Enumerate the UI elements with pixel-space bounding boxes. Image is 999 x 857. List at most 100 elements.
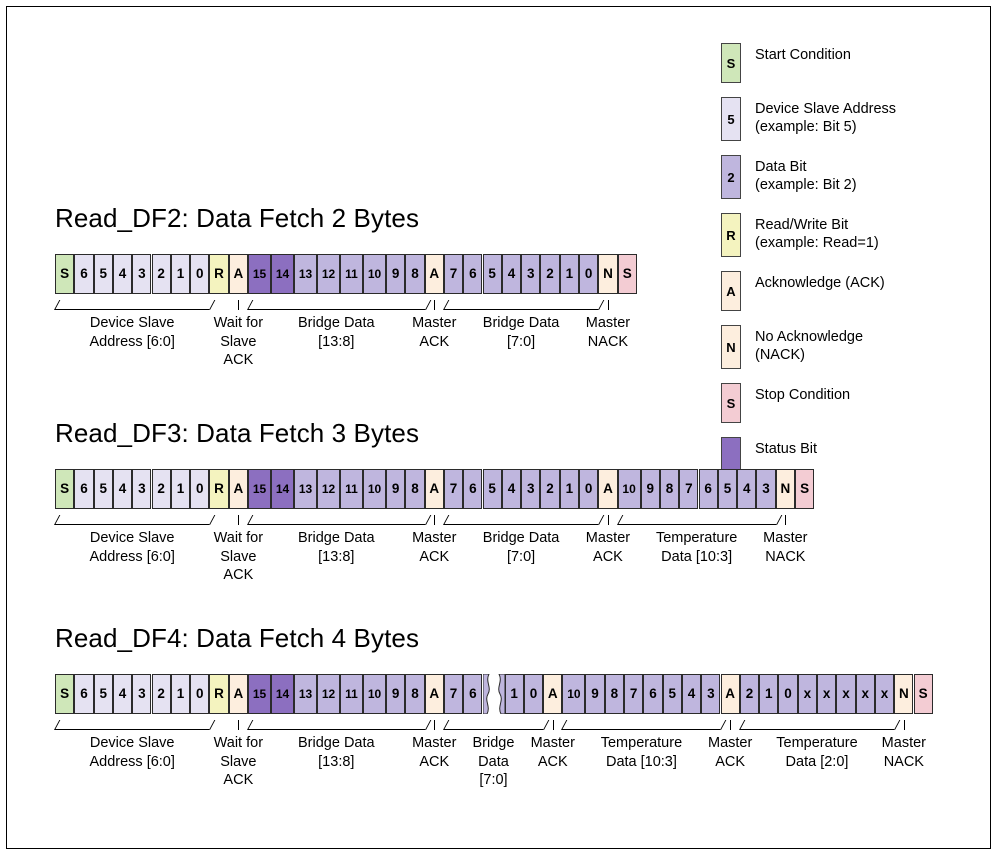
bit-cell-data: 8	[405, 674, 425, 714]
section-title: Read_DF2: Data Fetch 2 Bytes	[55, 203, 420, 233]
bit-cell-nack: N	[894, 674, 914, 714]
bit-cell-data: 5	[482, 254, 502, 294]
group-label: Bridge Data [13:8]	[298, 315, 375, 350]
bit-cell-ack: A	[228, 254, 248, 294]
bit-cell-status: 15	[248, 469, 271, 509]
group-label: Master ACK	[707, 735, 753, 770]
group-label: Master NACK	[881, 735, 926, 770]
bit-cell-data: 7	[679, 469, 699, 509]
bit-cell-addr: 2	[151, 254, 171, 294]
bit-cell-rw: R	[209, 469, 229, 509]
group-bracket	[561, 720, 727, 731]
group-bracket	[894, 720, 913, 731]
legend-label-line: Status Bit	[755, 441, 818, 457]
group-label: Bridge Data [7:0]	[472, 735, 515, 789]
bit-cell-data: 6	[463, 254, 483, 294]
group-label: Master ACK	[585, 530, 631, 565]
bit-cell-addr: 5	[93, 254, 113, 294]
sequence-break-marker	[482, 674, 505, 714]
group-label: Bridge Data [7:0]	[482, 315, 560, 350]
bit-cell-addr: 0	[190, 254, 210, 294]
legend-label-no-acknowledge: No Acknowledge (NACK)	[755, 325, 863, 364]
bit-cell-data: 10	[363, 254, 386, 294]
bit-cell-data: 8	[604, 674, 624, 714]
bit-cell-data: x	[874, 674, 895, 714]
bit-cell-data: 0	[778, 674, 798, 714]
bit-cell-data: 3	[521, 469, 541, 509]
bit-cell-stop: S	[913, 674, 933, 714]
group-bracket	[54, 720, 216, 731]
group-label: Device Slave Address [6:0]	[89, 735, 175, 770]
bit-cell-addr: 2	[151, 674, 171, 714]
legend-label-read-write-bit: Read/Write Bit(example: Read=1)	[755, 213, 879, 252]
group-label: Master NACK	[585, 315, 631, 350]
bit-cell-status: 15	[248, 254, 271, 294]
bit-cell-data: 12	[317, 254, 340, 294]
bit-cell-ack: A	[228, 674, 248, 714]
bit-cell-start: S	[55, 469, 75, 509]
bit-cell-data: 4	[501, 469, 522, 509]
bit-cell-data: 0	[579, 469, 599, 509]
group-bracket	[721, 720, 740, 731]
bit-cell-addr: 3	[132, 674, 152, 714]
bit-cell-data: 11	[340, 674, 363, 714]
bit-cell-data: 5	[482, 469, 502, 509]
group-bracket	[229, 515, 248, 526]
section-title: Read_DF4: Data Fetch 4 Bytes	[55, 623, 420, 653]
bit-cell-data: 7	[443, 254, 464, 294]
bit-cell-data: 4	[737, 469, 757, 509]
bit-cell-data: 9	[386, 254, 406, 294]
legend-label-data-bit: Data Bit(example: Bit 2)	[755, 155, 857, 194]
legend-label-line: No Acknowledge	[755, 329, 864, 345]
bit-cell-stop: S	[795, 469, 815, 509]
legend-swatch-read-write-bit: R	[721, 213, 741, 257]
bit-cell-addr: 3	[132, 254, 152, 294]
bit-cell-addr: 3	[132, 469, 152, 509]
bit-cell-nack: N	[775, 469, 795, 509]
bit-cell-rw: R	[209, 674, 229, 714]
group-bracket	[425, 515, 444, 526]
group-label: Master ACK	[412, 315, 457, 350]
bit-cell-data: 8	[405, 254, 425, 294]
bit-cell-addr: 4	[112, 469, 133, 509]
bit-cell-data: 11	[340, 254, 363, 294]
bit-cell-data: 9	[386, 469, 406, 509]
bit-cell-data: 5	[717, 469, 738, 509]
bit-cell-data: 6	[463, 469, 483, 509]
legend-swatch-start-condition: S	[721, 43, 741, 83]
bit-cell-addr: 6	[74, 674, 94, 714]
bit-cell-data: 7	[443, 674, 464, 714]
legend-sublabel-line: (example: Bit 2)	[755, 177, 857, 194]
bit-cell-addr: 0	[190, 469, 210, 509]
bit-cell-status: 14	[271, 254, 294, 294]
bit-cell-ack: A	[424, 254, 444, 294]
bit-cell-data: 12	[317, 469, 340, 509]
bit-cell-stop: S	[617, 254, 637, 294]
bit-cell-data: 8	[659, 469, 680, 509]
bit-cell-ack: A	[543, 674, 563, 714]
bit-cell-data: 5	[662, 674, 682, 714]
bit-cell-data: 4	[501, 254, 522, 294]
group-label: Bridge Data [13:8]	[298, 735, 375, 770]
bit-cell-addr: 6	[74, 254, 94, 294]
bit-cell-data: 2	[540, 254, 560, 294]
bit-cell-addr: 6	[74, 469, 94, 509]
legend-sublabel-line: (NACK)	[755, 347, 805, 364]
bit-cell-data: 0	[579, 254, 599, 294]
bit-cell-status: 15	[248, 674, 271, 714]
legend-label-acknowledge: Acknowledge (ACK)	[755, 271, 885, 292]
group-bracket	[598, 300, 617, 311]
bit-cell-data: 1	[559, 254, 579, 294]
bit-cell-addr: 1	[170, 469, 191, 509]
